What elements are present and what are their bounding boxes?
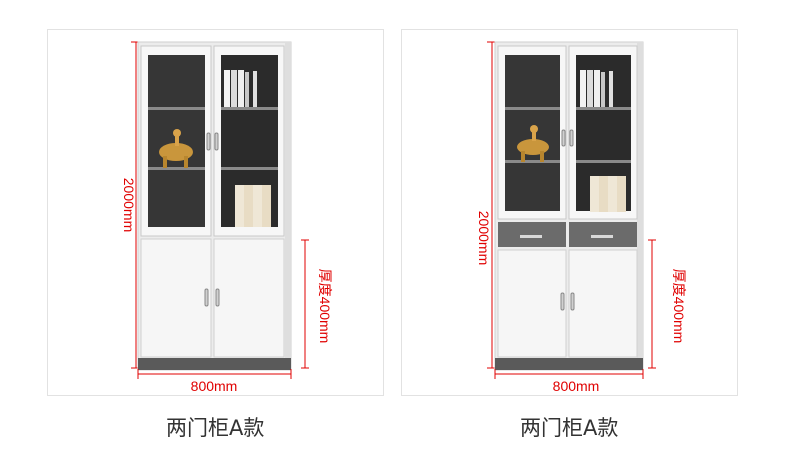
product-caption-b: 两门柜A款 bbox=[520, 416, 619, 440]
product-card-a: 2000mm bbox=[47, 29, 384, 396]
depth-dimension-line bbox=[301, 239, 309, 369]
depth-label: 厚度400mm bbox=[317, 269, 333, 344]
height-label: 2000mm bbox=[476, 211, 492, 265]
cabinet-body bbox=[137, 41, 292, 371]
height-label: 2000mm bbox=[121, 178, 137, 232]
product-card-b: 2000mm bbox=[401, 29, 738, 396]
cabinet-illustration-a: 2000mm bbox=[121, 41, 333, 394]
width-dimension-line bbox=[494, 369, 644, 379]
depth-label: 厚度400mm bbox=[671, 269, 687, 344]
cabinet-illustration-b: 2000mm bbox=[476, 41, 687, 394]
width-label: 800mm bbox=[553, 378, 600, 394]
width-dimension-line bbox=[137, 369, 292, 379]
depth-dimension-line bbox=[648, 239, 656, 369]
product-caption-a: 两门柜A款 bbox=[166, 416, 265, 440]
width-label: 800mm bbox=[191, 378, 238, 394]
cabinet-body bbox=[494, 41, 644, 371]
